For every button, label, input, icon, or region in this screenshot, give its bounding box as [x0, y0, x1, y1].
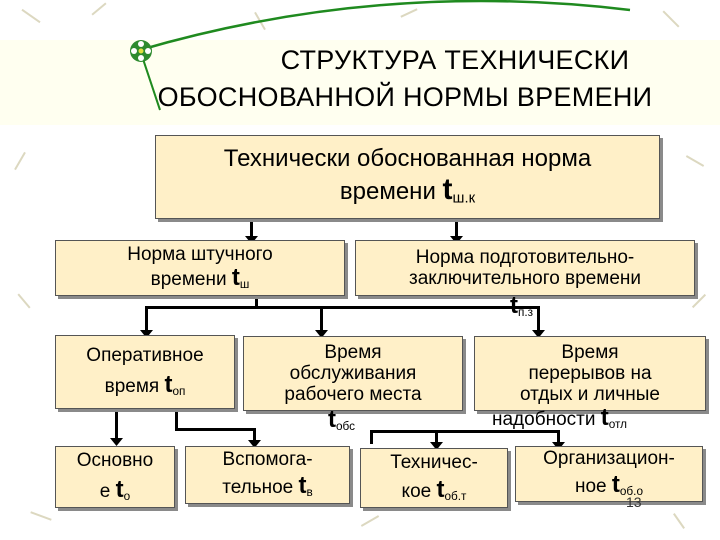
aux-time-box: Вспомога- тельное tв: [185, 446, 350, 504]
org-service-line2: ное: [574, 476, 612, 497]
operative-time-box: Оперативное время tоп: [55, 335, 235, 409]
aux-time-line1: Вспомога-: [222, 449, 313, 471]
service-time-sub: обс: [336, 419, 356, 433]
page-number: 13: [626, 494, 642, 510]
operative-time-line2: время: [104, 375, 165, 397]
piece-time-sub: ш: [239, 278, 250, 292]
org-service-symbol: t: [611, 471, 620, 498]
tech-service-line2: кое: [401, 480, 437, 502]
service-time-symbol-label: tобс: [328, 406, 355, 434]
tech-service-box: Техничес- кое tоб.т: [360, 448, 508, 508]
flower-icon: [130, 40, 152, 62]
tech-service-line1: Техничес-: [390, 452, 478, 474]
operative-time-line1: Оперативное: [86, 344, 204, 366]
service-time-box: Время обслуживания рабочего места: [243, 336, 463, 411]
aux-time-sub: в: [306, 485, 313, 499]
root-node-line2: времени: [339, 178, 443, 206]
service-time-line2: обслуживания: [289, 362, 417, 384]
org-service-sub: об.о: [619, 484, 643, 498]
title-line-2: ОБОСНОВАННОЙ НОРМЫ ВРЕМЕНИ: [157, 82, 653, 112]
title-band: [0, 40, 720, 125]
prep-time-line2: заключительного времени: [408, 268, 642, 289]
org-service-line1: Организацион-: [543, 448, 675, 470]
tech-service-sub: об.т: [444, 489, 467, 503]
break-time-symbol: t: [600, 404, 609, 431]
main-time-line1: Основно: [76, 450, 154, 472]
service-time-line3: рабочего места: [284, 384, 422, 406]
break-time-line4: надобности: [492, 409, 601, 430]
prep-time-line1: Норма подготовительно-: [415, 246, 635, 268]
root-node-sub: ш.к: [452, 190, 476, 207]
aux-time-symbol: t: [298, 472, 307, 499]
title-line-1: СТРУКТУРА ТЕХНИЧЕСКИ: [280, 45, 630, 75]
break-time-line3: отдых и личные: [520, 384, 660, 406]
prep-time-symbol-label: tп.з: [510, 292, 533, 320]
piece-time-line1: Норма штучного: [127, 243, 273, 265]
service-time-line1: Время: [324, 341, 382, 363]
main-time-box: Основно е tо: [55, 446, 175, 508]
root-node-box: Технически обоснованная норма времени tш…: [155, 135, 660, 219]
piece-time-box: Норма штучного времени tш: [55, 240, 345, 296]
root-node-symbol: t: [442, 173, 453, 207]
service-time-symbol: t: [328, 406, 336, 433]
break-time-sub: отл: [608, 417, 628, 431]
break-time-box: Время перерывов на отдых и личные: [474, 336, 706, 411]
main-time-symbol: t: [115, 475, 124, 503]
break-time-line2: перерывов на: [528, 362, 652, 384]
operative-time-symbol: t: [164, 370, 173, 398]
piece-time-line2: времени: [150, 269, 232, 291]
operative-time-sub: оп: [172, 384, 186, 398]
tech-service-symbol: t: [436, 475, 445, 503]
break-time-line1: Время: [561, 341, 619, 363]
root-node-line1: Технически обоснованная норма: [223, 145, 592, 173]
main-time-line2: е: [99, 480, 116, 502]
break-time-symbol-label: надобности tотл: [492, 404, 627, 432]
org-service-box: Организацион- ное tоб.о: [515, 446, 703, 502]
prep-time-box: Норма подготовительно- заключительного в…: [355, 240, 695, 296]
main-time-sub: о: [123, 489, 131, 503]
aux-time-line2: тельное: [222, 477, 299, 498]
prep-time-symbol: t: [510, 292, 518, 319]
piece-time-symbol: t: [231, 264, 240, 292]
prep-time-sub: п.з: [518, 305, 534, 319]
